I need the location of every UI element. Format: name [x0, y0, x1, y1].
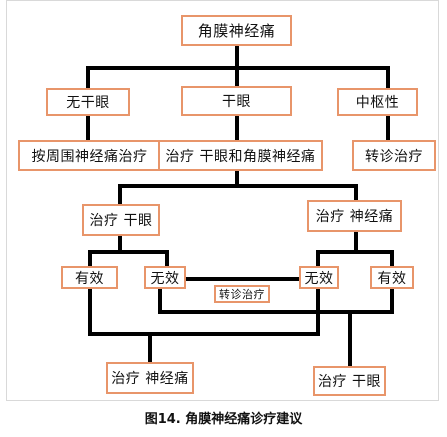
ineffective-node-left: 无效 — [144, 266, 186, 289]
effective-node-right: 有效 — [370, 266, 414, 289]
dry-eye-node: 干眼 — [181, 86, 292, 116]
referral-node-right: 转诊治疗 — [352, 140, 436, 171]
treat-dry-eye-node: 治疗 干眼 — [82, 204, 160, 236]
treat-neuralgia-node: 治疗 神经痛 — [307, 200, 402, 232]
figure-caption: 图14. 角膜神经痛诊疗建议 — [144, 412, 303, 427]
referral-node-middle: 转诊治疗 — [214, 285, 270, 303]
final-dry-eye-treatment-node: 治疗 干眼 — [313, 366, 386, 396]
peripheral-treatment-node: 按周围神经痛治疗 — [18, 140, 161, 171]
ineffective-node-right: 无效 — [299, 266, 339, 289]
final-neuralgia-treatment-node: 治疗 神经痛 — [106, 362, 194, 394]
no-dry-eye-node: 无干眼 — [46, 88, 130, 116]
dry-eye-and-neuralgia-treatment-node: 治疗 干眼和角膜神经痛 — [158, 140, 323, 171]
effective-node-left: 有效 — [61, 266, 118, 289]
root-node: 角膜神经痛 — [181, 15, 292, 46]
central-node: 中枢性 — [337, 88, 418, 116]
